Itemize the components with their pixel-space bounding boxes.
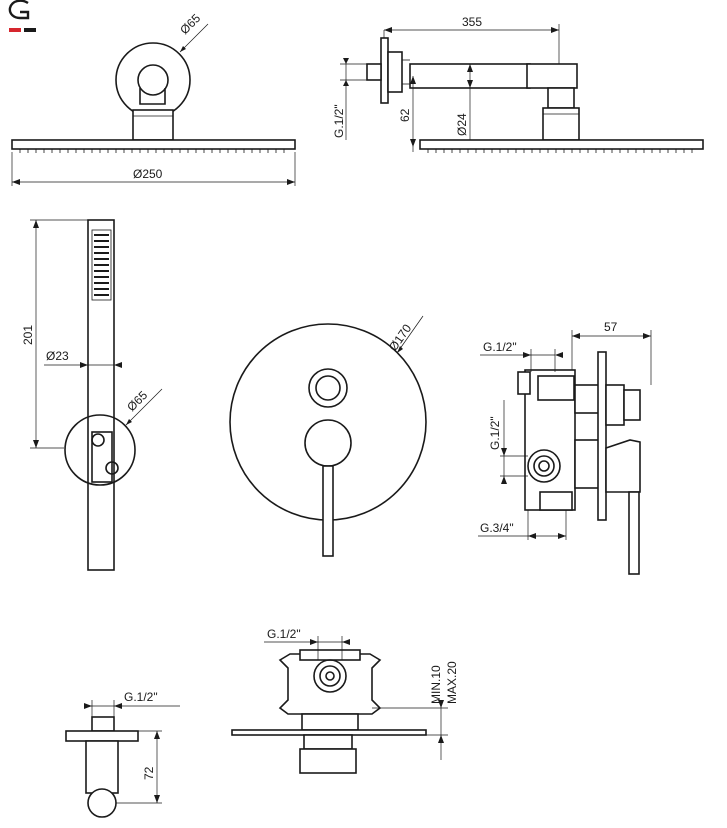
hand-shower-view: 201 Ø23 Ø65 <box>21 219 163 571</box>
plate-diameter-label: Ø170 <box>386 321 414 353</box>
side-thread-label: G.1/2" <box>332 104 346 138</box>
spray-holes <box>94 234 109 296</box>
arm-length-label: 355 <box>462 15 482 29</box>
nozzle-row-side <box>427 149 693 153</box>
brand-logo <box>8 0 36 32</box>
mixer-plate-view: Ø170 <box>229 315 427 557</box>
brand-accent-bar <box>9 28 21 32</box>
holder-diameter-label: Ø65 <box>124 388 150 414</box>
valve-top-thread-label: G.1/2" <box>483 340 517 354</box>
flange-diameter-label: Ø65 <box>177 11 203 37</box>
min-label: MIN.10 <box>429 665 443 704</box>
head-shower-front-view: Ø65 Ø250 <box>11 11 296 186</box>
wall-outlet-view: G.1/2" 72 <box>65 690 180 818</box>
valve-side-view: 57 G.1/2" G.1/2" G.3/4" <box>478 320 652 575</box>
hand-shower-diameter-label: Ø23 <box>46 349 69 363</box>
hand-shower-length-label: 201 <box>21 325 35 345</box>
valve-side-thread-label: G.1/2" <box>488 416 502 450</box>
nozzle-row-front <box>19 149 285 153</box>
head-shower-side-view: 355 G.1/2" 62 Ø24 <box>332 15 704 153</box>
top-thread-label: G.1/2" <box>267 627 301 641</box>
head-diameter-label: Ø250 <box>133 167 163 181</box>
valve-bottom-thread-label: G.3/4" <box>480 521 514 535</box>
outlet-thread-label: G.1/2" <box>124 690 158 704</box>
max-label: MAX.20 <box>445 661 459 704</box>
height-label: 62 <box>398 108 412 122</box>
arm-diameter-label: Ø24 <box>455 113 469 136</box>
valve-top-view: G.1/2" MIN.10 MAX.20 <box>231 627 459 774</box>
valve-depth-label: 57 <box>604 320 618 334</box>
outlet-height-label: 72 <box>142 766 156 780</box>
